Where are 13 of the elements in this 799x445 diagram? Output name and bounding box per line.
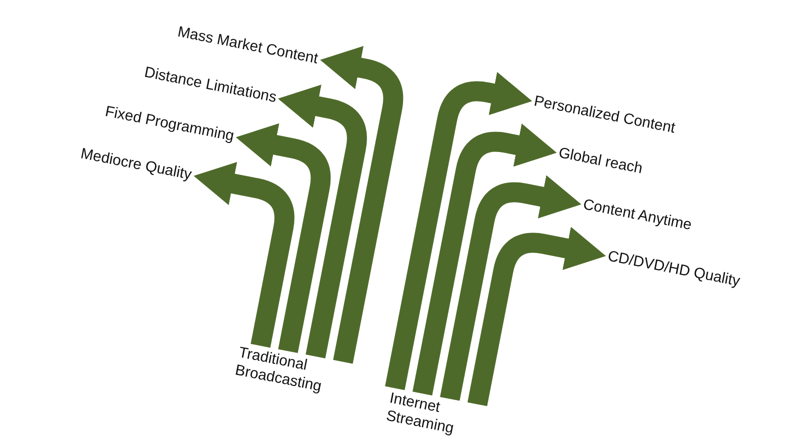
arrow-label: Content Anytime: [582, 196, 694, 235]
curved-arrow: [440, 175, 582, 401]
arrow-label: CD/DVD/HD Quality: [606, 248, 742, 291]
curved-arrow: [412, 124, 557, 396]
curved-arrow: [278, 84, 367, 358]
arrow-label: Mediocre Quality: [79, 145, 193, 184]
arrow-label: Global reach: [557, 144, 644, 178]
curved-arrow: [468, 226, 606, 406]
source-label: Internet Streaming: [384, 390, 490, 444]
curved-arrow: [194, 162, 294, 348]
curved-arrow: [236, 123, 331, 354]
curved-arrow: [385, 72, 532, 390]
curved-arrow: [320, 46, 404, 364]
